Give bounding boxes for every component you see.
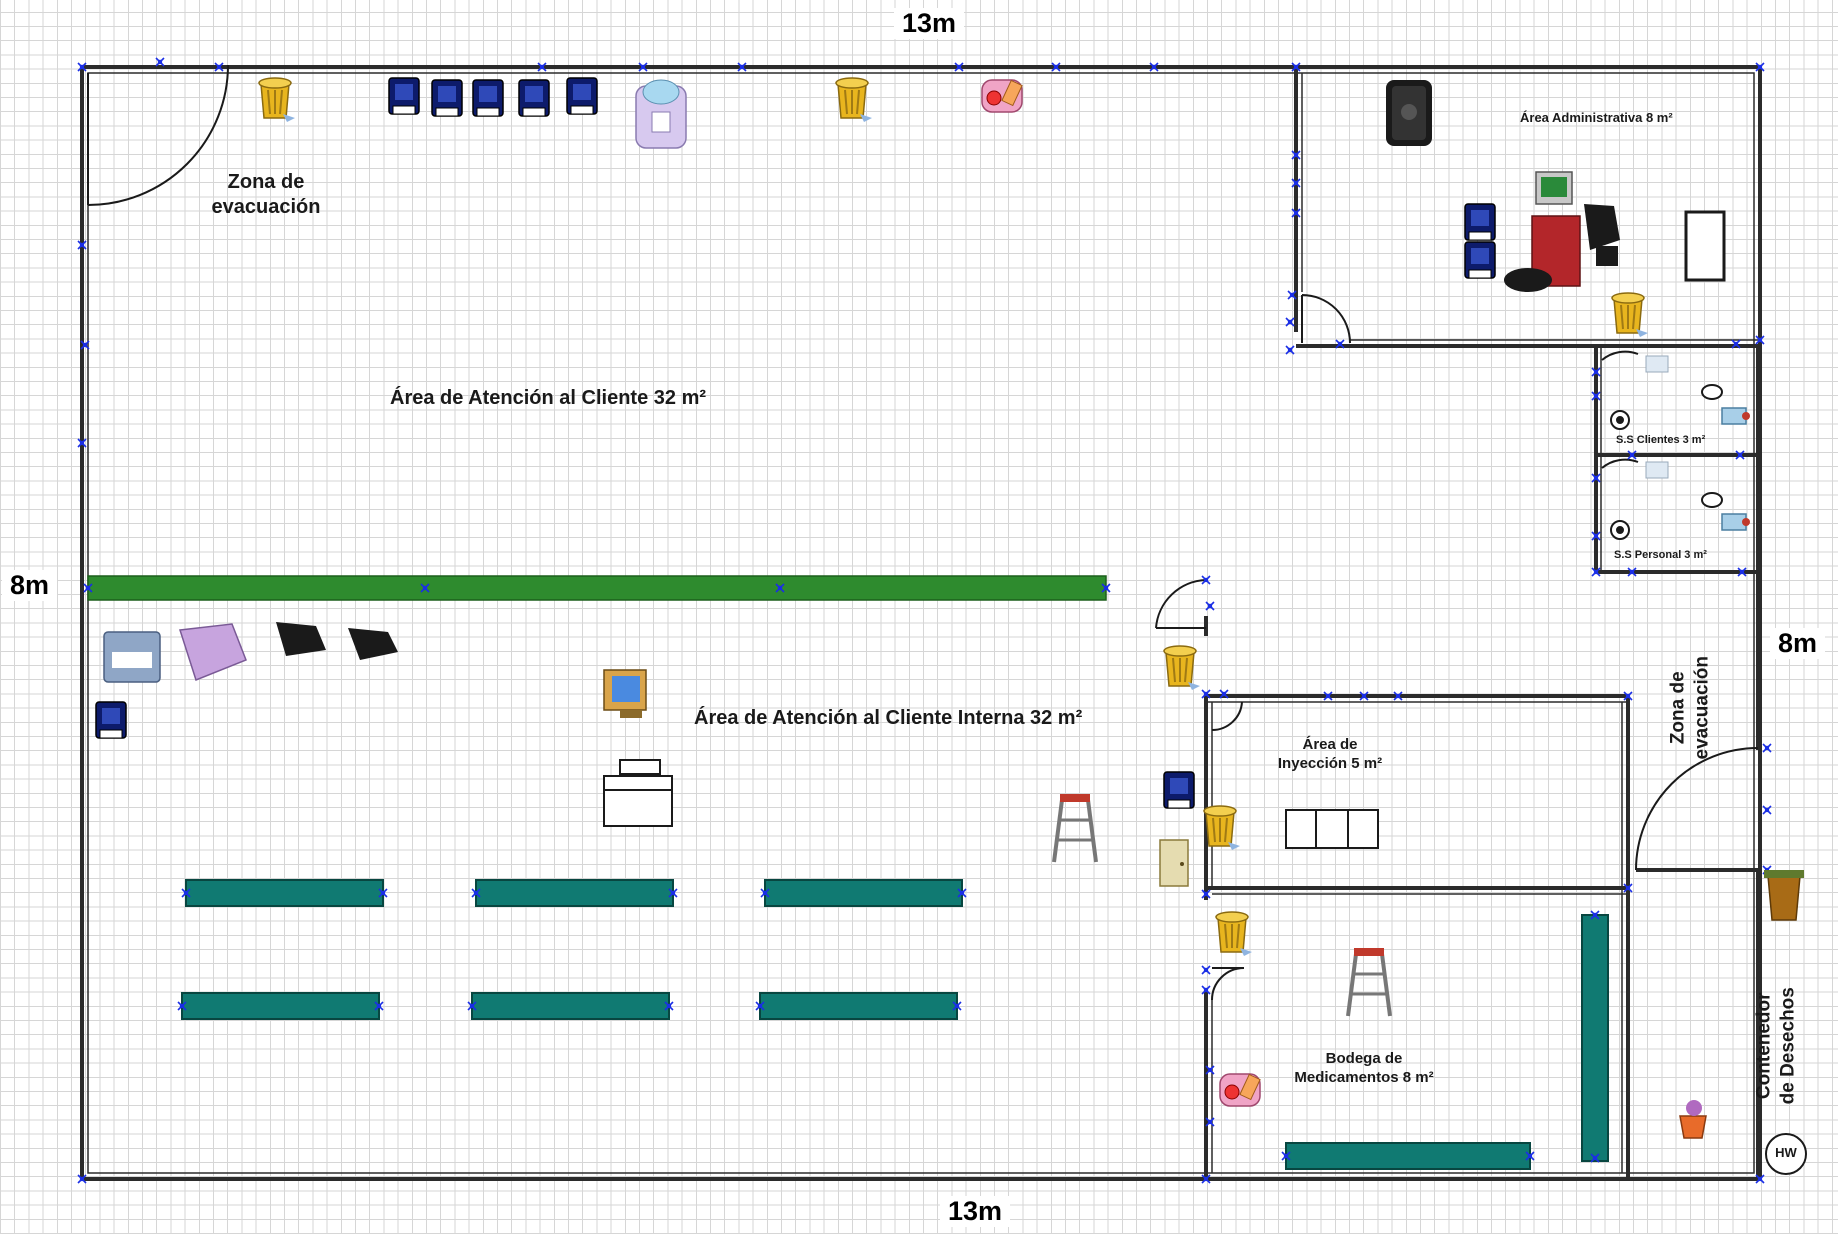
injection-area-label: Área de Inyección 5 m² (1277, 736, 1383, 772)
customer-area-label: Área de Atención al Cliente 32 m² (390, 387, 707, 409)
office-equipment (103, 622, 398, 683)
water-dispenser-icon (635, 79, 687, 149)
admin-area-label: Área Administrativa 8 m² (1520, 110, 1673, 125)
door-icon (1159, 839, 1189, 887)
evacuation-zone-right-label: Zona de evacuación (1667, 656, 1712, 760)
bathroom-fixtures (1610, 355, 1750, 540)
safe-icon (1386, 80, 1432, 146)
cleaning-supplies-icon (1679, 1100, 1707, 1139)
warehouse-label: Bodega de Medicamentos 8 m² (1294, 1050, 1434, 1086)
reception-desk-icon (603, 759, 673, 827)
waste-bin-icon (1764, 870, 1804, 921)
shelves (181, 879, 1609, 1170)
waste-container-label: Contenedor de Desechos (1753, 987, 1798, 1105)
trash-bin-icons (258, 77, 1649, 957)
walls (80, 65, 1762, 1181)
filing-cabinet (1684, 210, 1726, 282)
medicine-cabinet-icon (1285, 809, 1379, 849)
door-swings (87, 64, 1759, 1001)
evacuation-zone-top-label: Zona de evacuación (211, 171, 321, 218)
hw-symbol-label: HW (1775, 1145, 1797, 1160)
hw-symbol-circle (1765, 1133, 1807, 1175)
ss-personal-label: S.S Personal 3 m² (1614, 549, 1707, 561)
dimension-right: 8m (1770, 628, 1826, 659)
office-desk-icon (1504, 171, 1620, 292)
reception-counter (87, 575, 1107, 601)
ss-clientes-label: S.S Clientes 3 m² (1616, 434, 1706, 446)
dimension-bottom: 13m (940, 1196, 1011, 1227)
dimension-top: 13m (894, 8, 965, 39)
internal-area-label: Área de Atención al Cliente Interna 32 m… (694, 707, 1083, 729)
computer-icon (603, 669, 647, 718)
dimension-left: 8m (2, 570, 58, 601)
